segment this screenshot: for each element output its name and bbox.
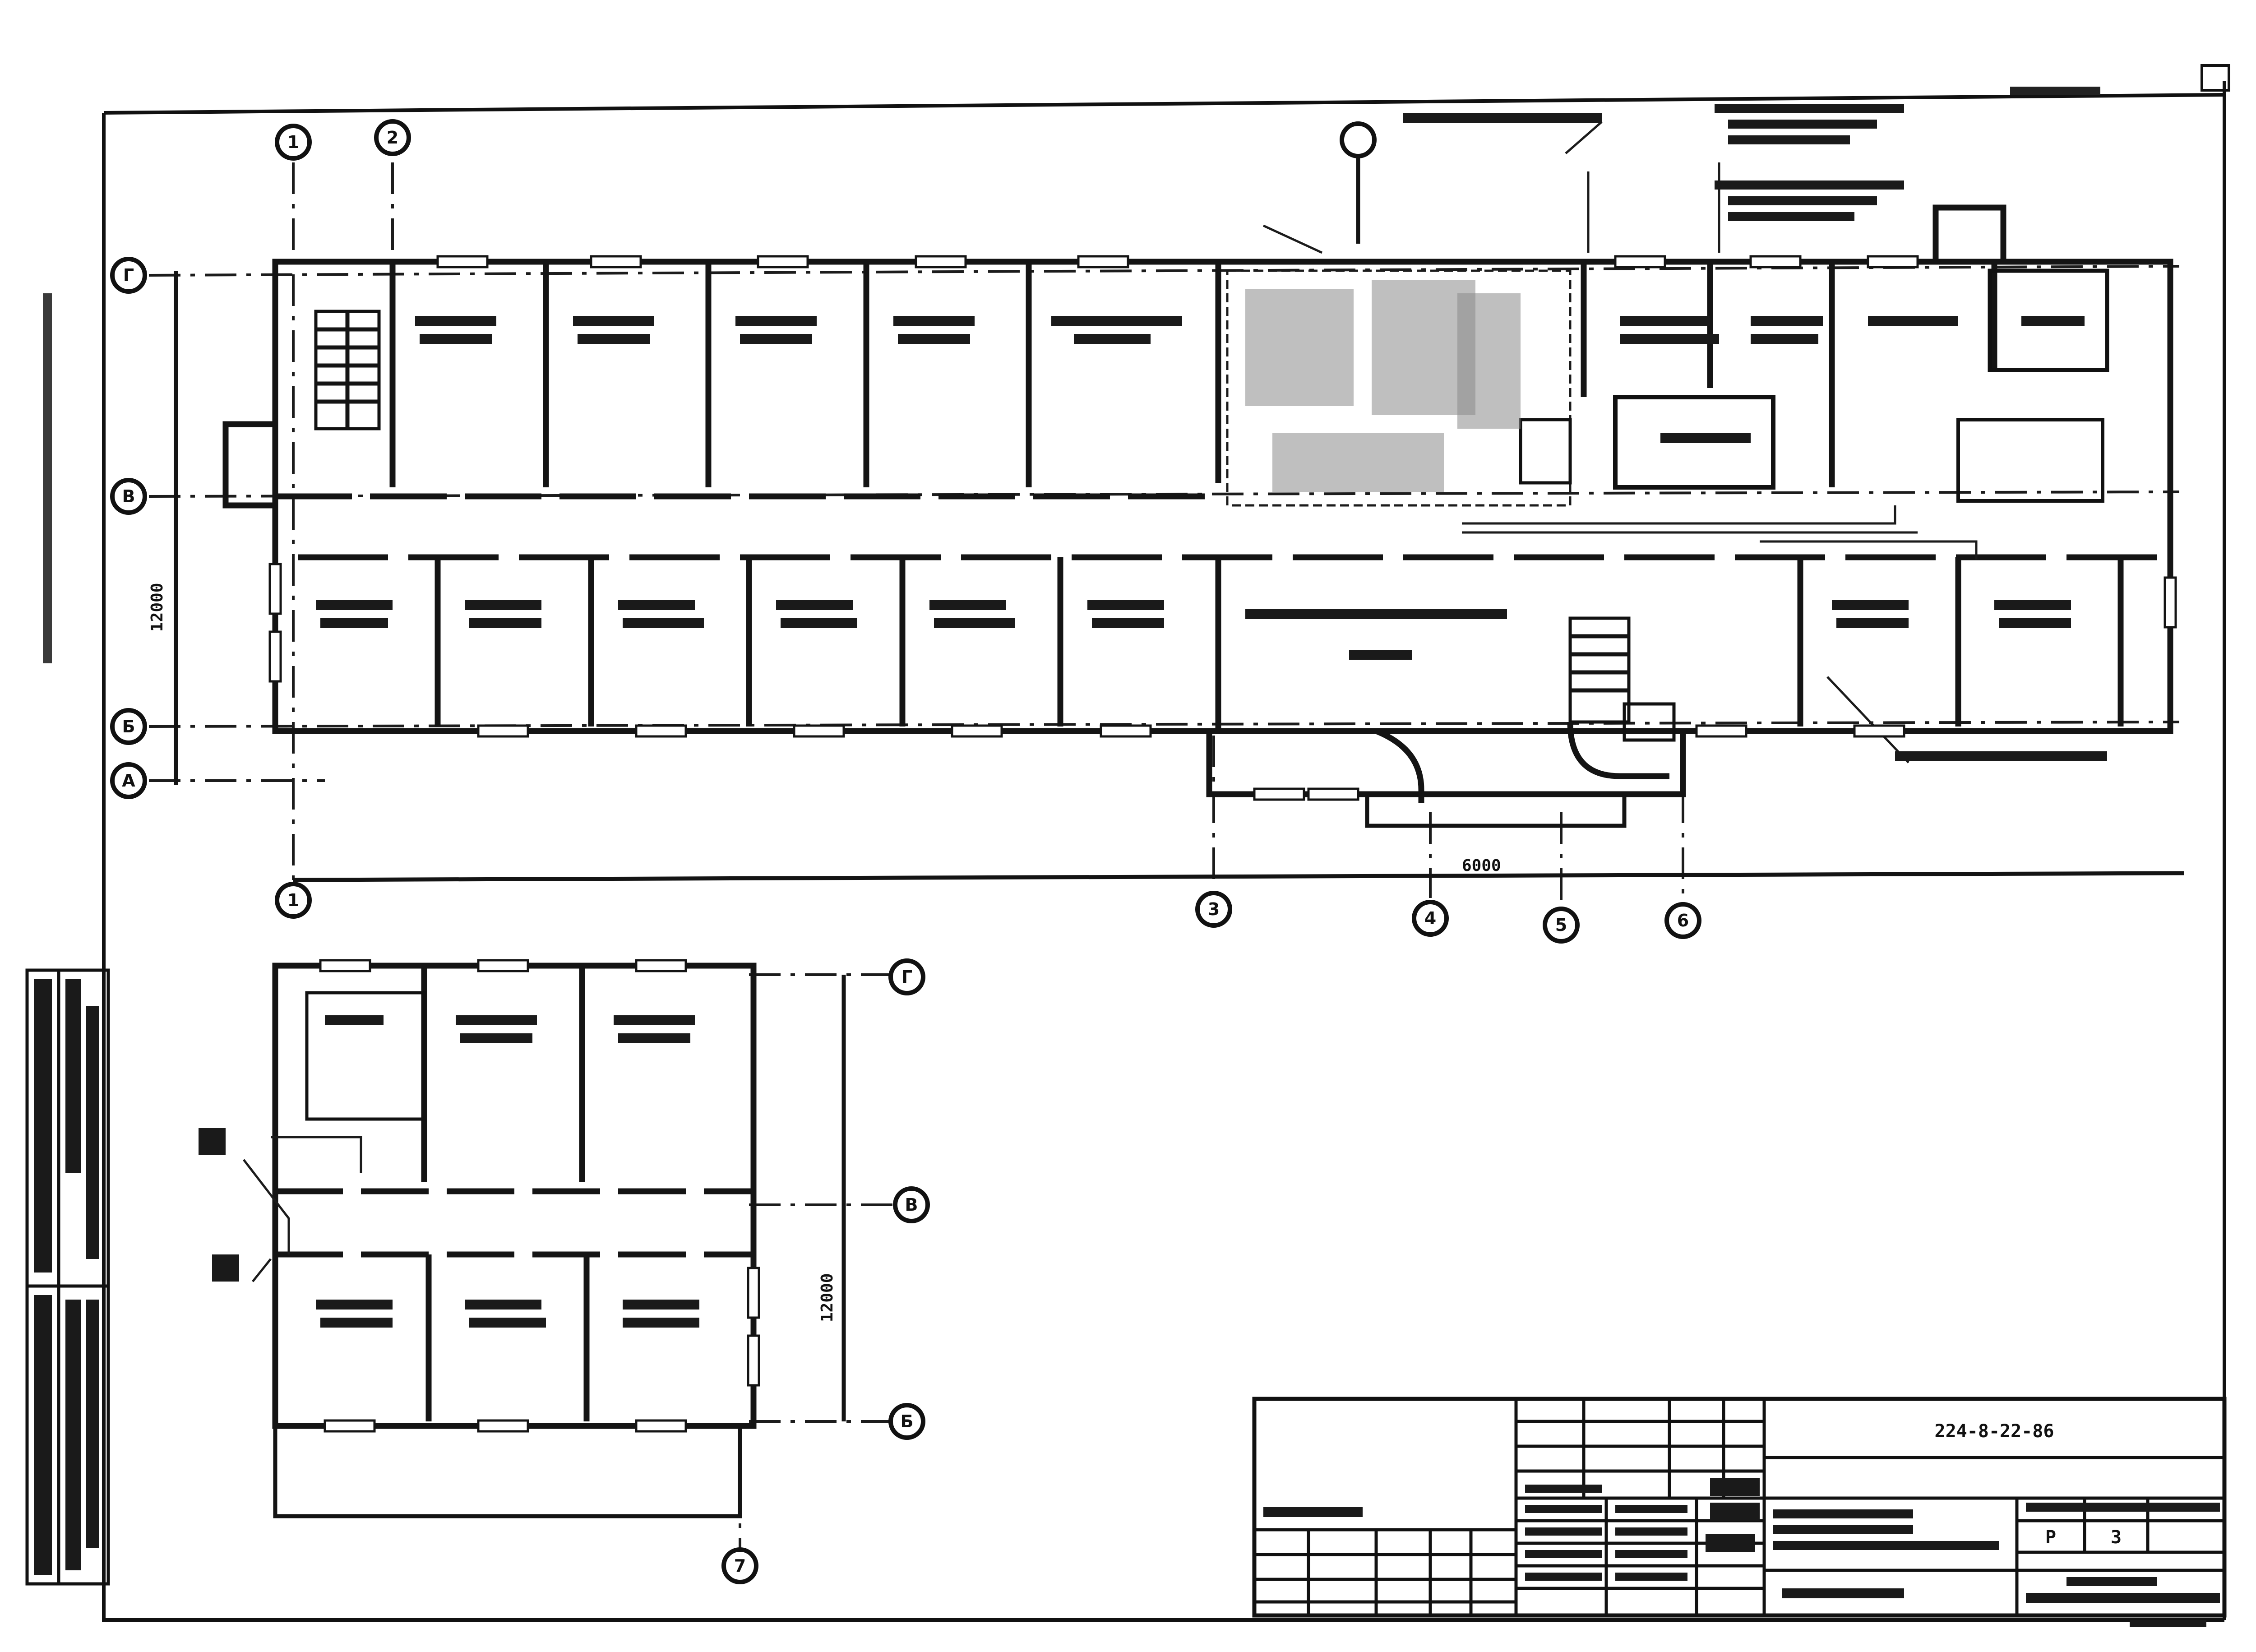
dimension-chain-bottom — [293, 871, 2184, 882]
axis-bubble-bottom-5: 5 — [1543, 907, 1580, 944]
sheet-border-left — [102, 113, 2224, 1622]
svg-text:Г: Г — [123, 265, 134, 285]
sheet-border-top — [103, 93, 2225, 115]
svg-text:Б: Б — [901, 1411, 914, 1431]
title-block-illegible-marks — [1263, 1478, 2220, 1627]
wing-room-label-marks — [199, 1015, 699, 1328]
riser-circle — [1340, 121, 1377, 158]
axis-bubble-bottom-6: 6 — [1664, 902, 1701, 939]
stage-value: P — [2045, 1527, 2056, 1548]
room-label-marks — [316, 104, 2107, 761]
dimension-12000-main: 12000 — [148, 583, 166, 632]
corner-stamp — [2201, 64, 2230, 92]
lobby-bumpout — [1206, 731, 1686, 797]
roof-exit-right — [1932, 204, 2006, 262]
staircase-lobby — [1375, 616, 1676, 803]
svg-text:6: 6 — [1677, 911, 1689, 930]
scan-noise — [1245, 280, 1521, 492]
main-floor-plan: 12000 6000 — [110, 104, 2184, 944]
svg-text:1: 1 — [287, 132, 299, 152]
svg-text:Г: Г — [901, 967, 912, 987]
title-block: 224-8-22-86 P 3 — [1252, 1397, 2227, 1627]
wing-windows — [319, 959, 760, 1433]
wing-axis-bubble-row-g: Г — [888, 958, 925, 995]
svg-text:4: 4 — [1424, 908, 1436, 928]
axis-bubble-bottom-3: 3 — [1195, 891, 1232, 928]
axis-bubble-bottom-1: 1 — [275, 882, 312, 919]
svg-text:3: 3 — [1208, 899, 1220, 919]
dimension-12000-wing: 12000 — [818, 1273, 837, 1322]
wing-floor-plan: 12000 — [199, 958, 930, 1584]
svg-text:2: 2 — [387, 128, 398, 148]
axis-bubble-row-a: А — [110, 762, 147, 799]
wing-equipment — [243, 1136, 362, 1282]
svg-text:5: 5 — [1555, 915, 1567, 935]
wing-axis-bubble-row-b: Б — [888, 1403, 925, 1440]
wing-axis-bubble-row-v: В — [893, 1186, 930, 1223]
axis-line-g — [148, 265, 2180, 277]
wing-axis-bubble-bottom-7: 7 — [721, 1547, 758, 1584]
north-room-partitions — [389, 262, 1997, 487]
dimension-6000: 6000 — [1462, 856, 1501, 875]
windows-main — [268, 255, 2177, 801]
wing-terrace — [273, 1424, 742, 1518]
svg-text:1: 1 — [287, 890, 299, 910]
svg-text:Б: Б — [122, 717, 135, 736]
south-room-partitions — [435, 557, 2124, 731]
axis-bubble-row-b: Б — [110, 708, 147, 745]
service-area-equipment — [1226, 121, 2109, 764]
svg-text:В: В — [122, 486, 135, 506]
entrance-canopy — [1365, 794, 1627, 828]
axis-bubble-top-1: 1 — [275, 124, 312, 161]
left-margin-stamp — [25, 293, 110, 1586]
axis-bubble-row-g: Г — [110, 257, 147, 294]
stair-bumpout-left — [222, 421, 275, 509]
svg-text:В: В — [905, 1195, 918, 1215]
svg-text:7: 7 — [734, 1556, 746, 1576]
axis-bubble-top-2: 2 — [374, 119, 411, 156]
sheet-number: 3 — [2111, 1527, 2122, 1548]
document-code: 224-8-22-86 — [1935, 1421, 2054, 1442]
axis-bubble-bottom-4: 4 — [1412, 900, 1449, 937]
top-margin-mark — [2010, 87, 2100, 95]
wing-partitions — [305, 966, 590, 1421]
svg-text:А: А — [122, 771, 135, 791]
axis-bubble-row-v: В — [110, 478, 147, 515]
staircase-left — [314, 310, 381, 430]
